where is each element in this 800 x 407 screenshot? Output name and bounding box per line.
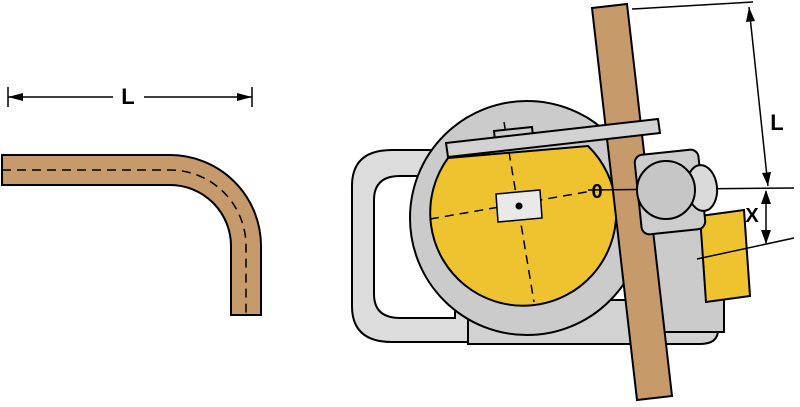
tangent-line [696,237,795,260]
tie-bar [444,117,662,159]
workpiece-pipe [590,2,674,402]
bent-pipe-group: L [1,84,262,316]
bent-pipe-centerline [2,169,247,316]
witness-line-top [631,1,754,10]
bend-shoe [698,208,752,304]
bent-pipe [1,154,262,316]
right-length-label: L [770,110,783,135]
arrowhead-left-icon [8,93,23,101]
arrowhead-up-icon [761,190,771,204]
pipe-bender-group: 0 [351,2,795,402]
pivot-dot-icon [515,202,523,210]
arrowhead-up-icon [746,7,755,22]
dimension-offset-x: X [696,190,795,260]
dimension-right-length: L [631,1,784,187]
left-length-label: L [121,84,134,109]
roller [636,160,696,220]
dimension-line [748,6,769,187]
dimension-left-length: L [7,84,253,109]
zero-label: 0 [591,181,602,203]
arrowhead-right-icon [237,93,252,101]
offset-x-label: X [745,205,759,227]
arrowhead-down-icon [761,230,771,244]
arrowhead-down-icon [762,172,771,186]
